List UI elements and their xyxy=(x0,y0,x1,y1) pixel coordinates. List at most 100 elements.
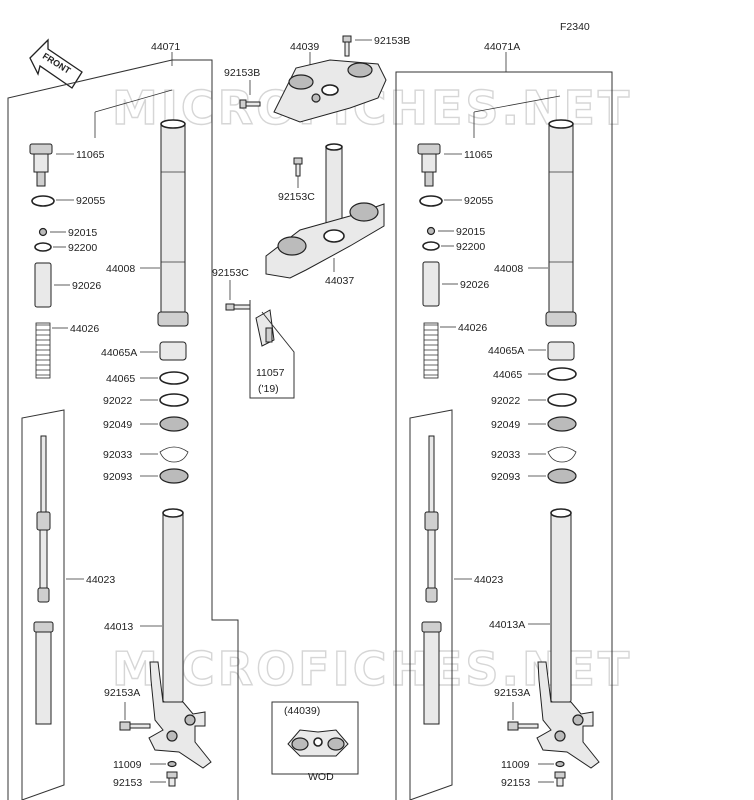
spring-icon xyxy=(35,322,51,379)
part-label-92049: 92049 xyxy=(491,419,520,431)
bolt-icon xyxy=(119,721,151,731)
outer-tube-icon xyxy=(157,119,189,327)
circlip-icon xyxy=(159,446,189,463)
part-label-92026: 92026 xyxy=(460,279,489,291)
adjuster-bolt-icon xyxy=(29,143,53,187)
part-label-92153A: 92153A xyxy=(104,687,140,699)
part-label-92033: 92033 xyxy=(103,449,132,461)
part-label-92055: 92055 xyxy=(76,195,105,207)
part-label-92153C-b: 92153C xyxy=(212,267,249,279)
steering-stem-icon xyxy=(325,143,343,237)
drain-bolt-icon xyxy=(554,771,566,787)
part-label-92093: 92093 xyxy=(103,471,132,483)
inset-frame xyxy=(271,701,359,775)
part-label-44023: 44023 xyxy=(474,574,503,586)
part-label-92153: 92153 xyxy=(501,777,530,789)
washer-icon xyxy=(422,241,440,251)
part-label-44008: 44008 xyxy=(494,263,523,275)
right-cartridge-frame xyxy=(409,409,453,800)
spacer-tube-icon xyxy=(34,262,52,308)
part-label-11065: 11065 xyxy=(464,149,493,161)
part-label-11009: 11009 xyxy=(113,759,142,771)
part-label-11065: 11065 xyxy=(76,149,105,161)
left-frame xyxy=(7,59,239,800)
part-label-92033: 92033 xyxy=(491,449,520,461)
bolt-bracket-icon xyxy=(225,303,251,311)
washer-icon xyxy=(34,242,52,252)
part-label-44065A: 44065A xyxy=(101,347,137,359)
bushing-icon xyxy=(547,341,575,361)
part-label-44013: 44013 xyxy=(104,621,133,633)
part-label-92200: 92200 xyxy=(68,242,97,254)
part-label-92200: 92200 xyxy=(456,241,485,253)
adjuster-bolt-icon xyxy=(417,143,441,187)
dust-seal-icon xyxy=(159,468,189,484)
left-assembly-label: 44071 xyxy=(151,41,180,53)
left-fork-assembly: 44071 11065 92055 92015 92200 92026 4402… xyxy=(7,41,239,800)
part-note-11057: ('19) xyxy=(258,383,279,395)
part-label-92022: 92022 xyxy=(491,395,520,407)
ball-icon xyxy=(38,227,48,237)
part-label-92153C-a: 92153C xyxy=(278,191,315,203)
ball-icon xyxy=(426,226,436,236)
inset-caption: WOD xyxy=(308,771,334,783)
spacer-tube-icon xyxy=(422,261,440,307)
part-label-92153B-top: 92153B xyxy=(374,35,410,47)
front-arrow-icon: FRONT xyxy=(29,38,83,89)
dust-seal-icon xyxy=(547,468,577,484)
outer-tube-icon xyxy=(545,119,577,327)
part-label-92055: 92055 xyxy=(464,195,493,207)
part-label-11057: 11057 xyxy=(256,367,285,379)
part-label-44008: 44008 xyxy=(106,263,135,275)
oil-seal-icon xyxy=(159,416,189,432)
inner-tube-icon xyxy=(536,508,600,769)
right-frame xyxy=(395,71,613,800)
part-label-92093: 92093 xyxy=(491,471,520,483)
oil-seal-icon xyxy=(547,416,577,432)
drain-bolt-icon xyxy=(166,771,178,787)
figure-code: F2340 xyxy=(560,21,590,33)
center-assembly: 44039 92153B 92153B 92153C xyxy=(212,35,410,783)
part-label-11009: 11009 xyxy=(501,759,530,771)
bushing-ring-icon xyxy=(159,371,189,385)
left-cartridge-frame xyxy=(21,409,65,800)
bolt-top-icon xyxy=(342,35,352,57)
washer-ring-icon xyxy=(159,393,189,407)
part-label-92026: 92026 xyxy=(72,280,101,292)
inset-clamp-icon xyxy=(287,729,349,757)
part-label-92022: 92022 xyxy=(103,395,132,407)
bushing-icon xyxy=(159,341,187,361)
part-label-44065: 44065 xyxy=(493,369,522,381)
small-washer-icon xyxy=(167,760,177,768)
part-label-44039: 44039 xyxy=(290,41,319,53)
bolt-left-icon xyxy=(239,99,261,109)
part-label-92015: 92015 xyxy=(456,226,485,238)
o-ring-icon xyxy=(419,195,443,207)
bracket-icon xyxy=(255,309,275,347)
part-label-92049: 92049 xyxy=(103,419,132,431)
cartridge-icon xyxy=(421,435,442,725)
upper-triple-clamp-icon xyxy=(273,59,387,123)
part-label-92015: 92015 xyxy=(68,227,97,239)
part-label-44013A: 44013A xyxy=(489,619,525,631)
inner-tube-icon xyxy=(148,508,212,769)
lower-triple-clamp-icon xyxy=(265,202,385,279)
part-label-44026: 44026 xyxy=(458,322,487,334)
part-label-44023: 44023 xyxy=(86,574,115,586)
bolt-stem-icon xyxy=(293,157,303,177)
part-label-92153: 92153 xyxy=(113,777,142,789)
right-fork-assembly: 44071A 11065 92055 92015 92200 92026 440… xyxy=(395,41,613,800)
small-washer-icon xyxy=(555,760,565,768)
part-label-92153A: 92153A xyxy=(494,687,530,699)
bushing-ring-icon xyxy=(547,367,577,381)
washer-ring-icon xyxy=(547,393,577,407)
inset-label: (44039) xyxy=(284,705,320,717)
part-label-44065A: 44065A xyxy=(488,345,524,357)
part-label-44065: 44065 xyxy=(106,373,135,385)
bracket-frame xyxy=(249,300,295,399)
o-ring-icon xyxy=(31,195,55,207)
part-label-44026: 44026 xyxy=(70,323,99,335)
part-label-44037: 44037 xyxy=(325,275,354,287)
circlip-icon xyxy=(547,446,577,463)
